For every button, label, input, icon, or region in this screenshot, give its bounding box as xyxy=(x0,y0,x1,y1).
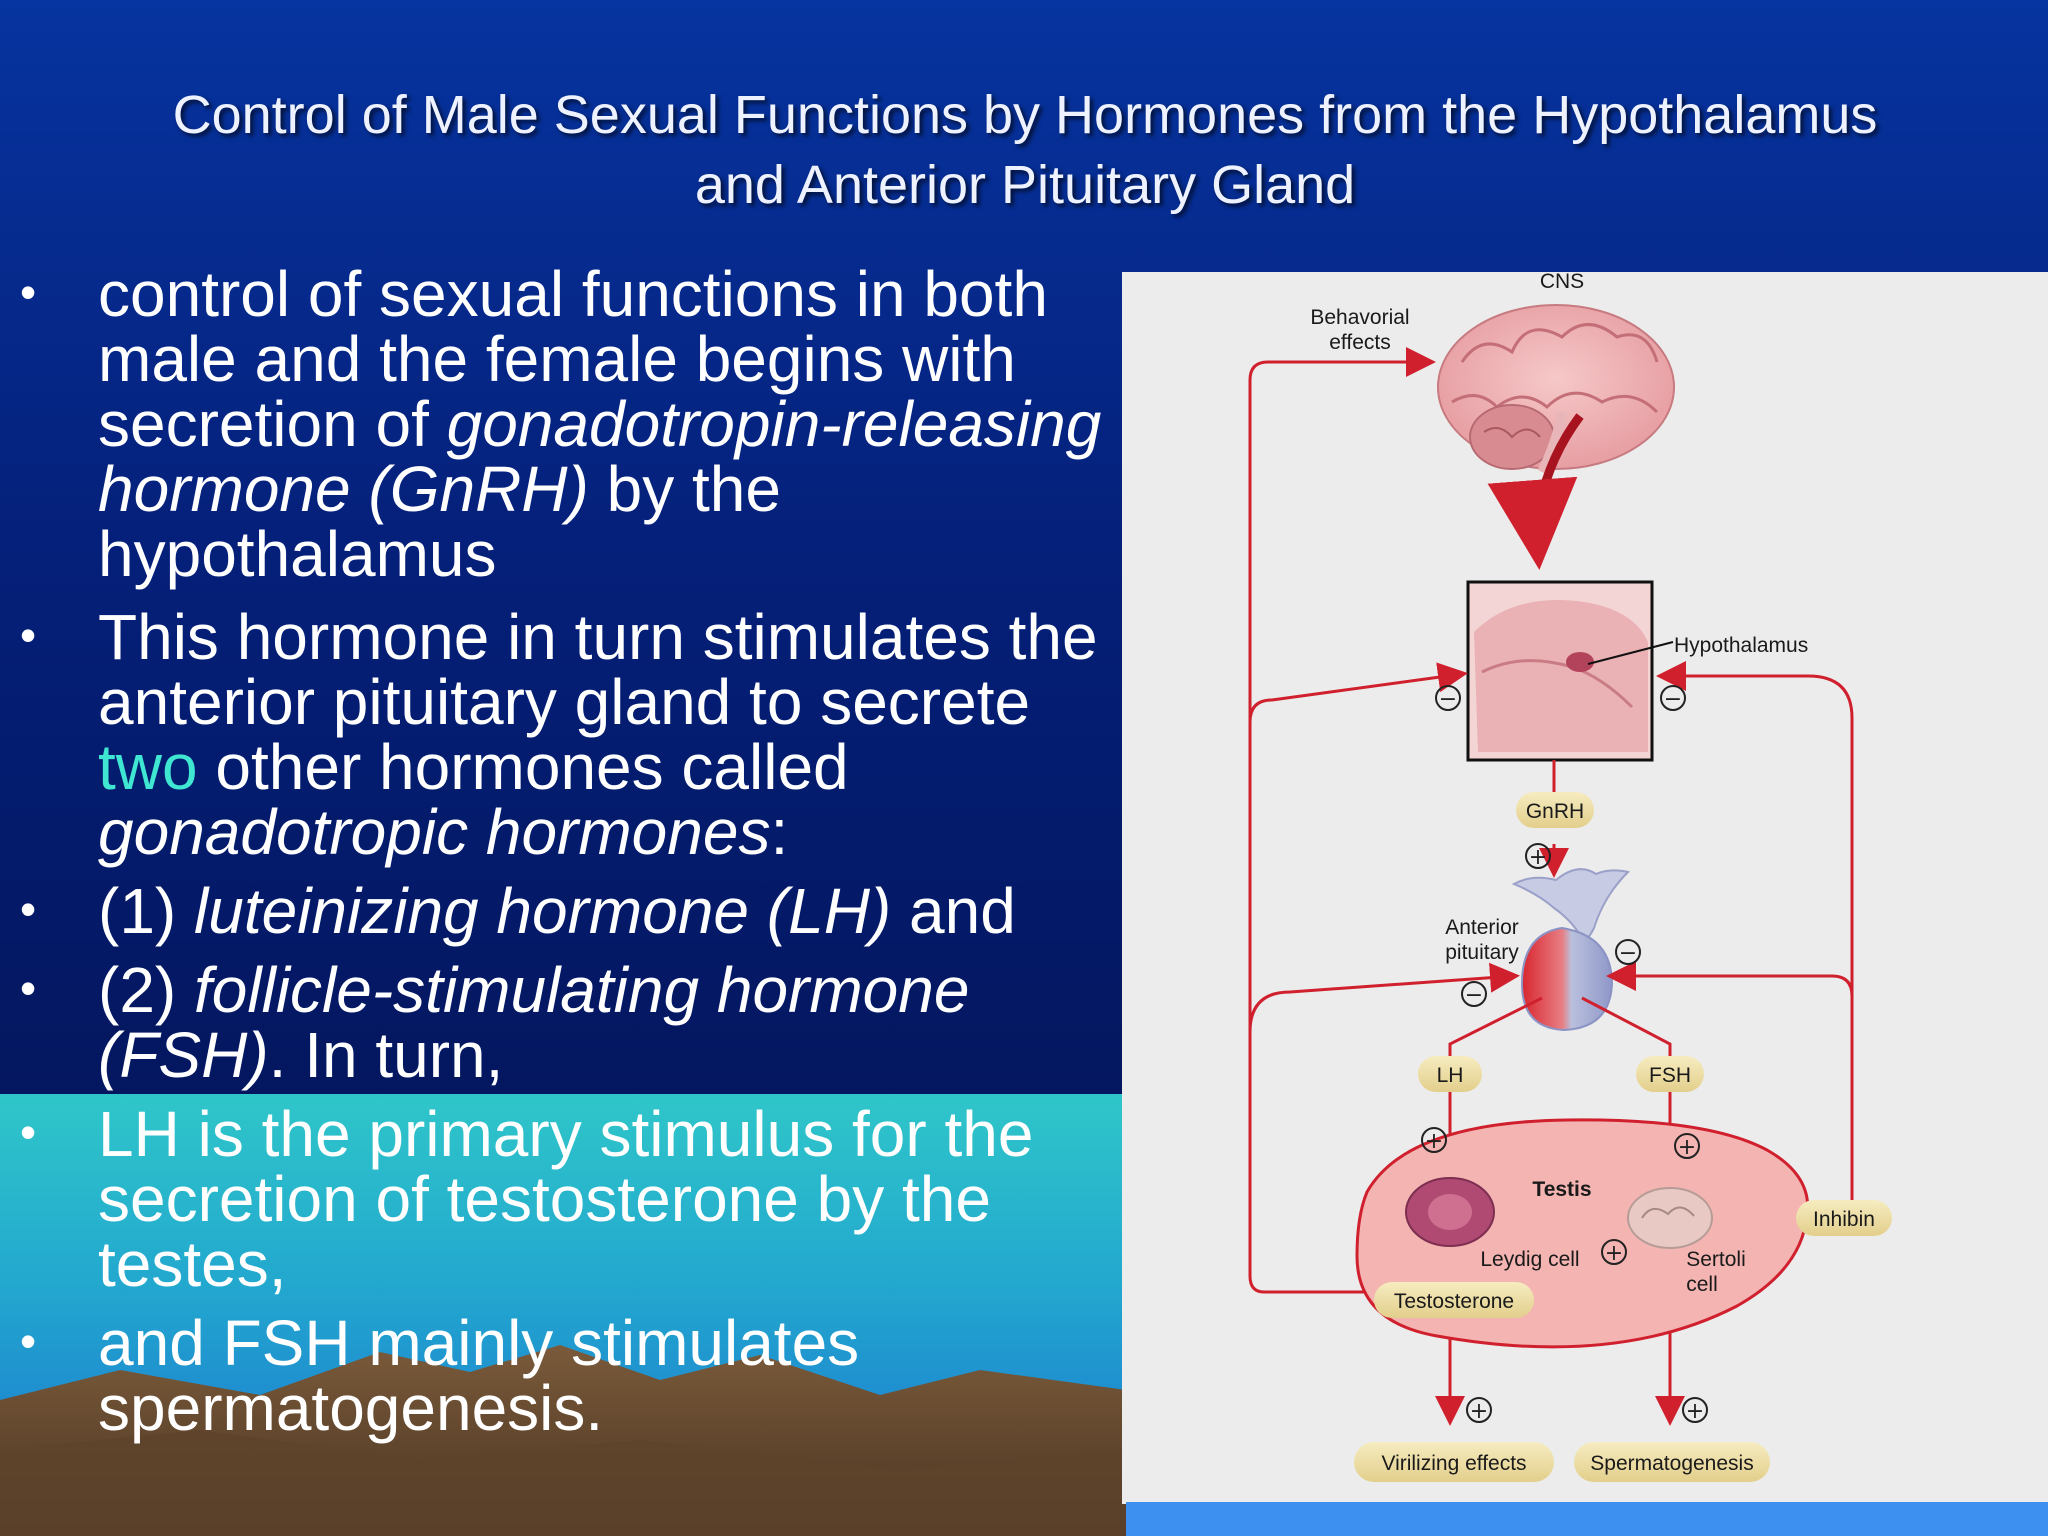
testosterone-pill xyxy=(1374,1282,1534,1318)
bullet-item: • (1) luteinizing hormone (LH) and xyxy=(0,879,1120,944)
bullet-item: •and FSH mainly stimulates spermatogenes… xyxy=(0,1311,1120,1441)
label-sertoli-1: Sertoli xyxy=(1686,1248,1746,1271)
hormone-diagram: − − + − − + + + + + CNS Behavorial effec… xyxy=(1122,272,2048,1504)
bullet-emphasis: gonadotropin-releasing hormone (GnRH) xyxy=(98,388,1102,525)
bullet-text: by the hypothalamus xyxy=(98,453,781,590)
bullet-marker: • xyxy=(20,1106,37,1158)
inhibin-feedback-hypothalamus xyxy=(1656,661,1854,1206)
hypothalamus-inset xyxy=(1466,580,1674,762)
plus-sign: + xyxy=(1529,845,1547,870)
bullet-marker: • xyxy=(20,609,37,661)
title-line-1: Control of Male Sexual Functions by Horm… xyxy=(172,85,1878,145)
lh-pill xyxy=(1418,1056,1482,1092)
title-line-2: and Anterior Pituitary Gland xyxy=(694,155,1356,215)
inhibin-feedback-pituitary xyxy=(1606,961,1854,997)
diagram-svg: − − + − − + + + + + CNS Behavorial effec… xyxy=(1248,272,1892,1482)
brain-illustration xyxy=(1437,304,1675,475)
bullet-text: : xyxy=(770,796,789,868)
bullet-text: (2) xyxy=(98,954,194,1026)
label-fsh: FSH xyxy=(1649,1064,1691,1087)
bullet-highlight: two xyxy=(98,731,198,803)
bullet-emphasis: follicle-stimulating hormone (FSH) xyxy=(98,954,970,1091)
bullet-item: •(2) follicle-stimulating hormone (FSH).… xyxy=(0,958,1120,1088)
label-anterior-2: pituitary xyxy=(1445,941,1519,964)
label-hypothalamus: Hypothalamus xyxy=(1674,634,1808,657)
bullet-list: •control of sexual functions in both mal… xyxy=(0,262,1120,1459)
label-inhibin: Inhibin xyxy=(1813,1208,1875,1231)
label-lh: LH xyxy=(1437,1064,1464,1087)
label-behavioral-2: effects xyxy=(1329,331,1390,354)
bullet-text: This hormone in turn stimulates the ante… xyxy=(98,601,1098,738)
bullet-emphasis: gonadotropic hormones xyxy=(98,796,771,868)
bullet-text: (1) xyxy=(98,875,194,947)
plus-sign: + xyxy=(1678,1135,1696,1160)
label-testis: Testis xyxy=(1532,1178,1591,1201)
plus-sign: + xyxy=(1470,1399,1488,1424)
plus-sign: + xyxy=(1605,1241,1623,1266)
bullet-marker: • xyxy=(20,1315,37,1367)
inhibin-pill xyxy=(1796,1200,1892,1236)
bullet-marker: • xyxy=(20,266,37,318)
label-anterior-1: Anterior xyxy=(1445,916,1519,939)
bullet-text: and FSH mainly stimulates spermatogenesi… xyxy=(98,1307,860,1444)
gnrh-pill xyxy=(1516,792,1594,828)
label-testosterone: Testosterone xyxy=(1394,1290,1514,1313)
fsh-pill xyxy=(1636,1056,1704,1092)
label-cns: CNS xyxy=(1540,272,1584,293)
spermatogenesis-pill xyxy=(1574,1442,1770,1482)
slide-title: Control of Male Sexual Functions by Horm… xyxy=(60,80,1990,220)
bullet-text: control of sexual functions in both male… xyxy=(98,258,1048,460)
virilizing-pill xyxy=(1354,1442,1554,1482)
label-virilizing: Virilizing effects xyxy=(1381,1452,1526,1475)
plus-sign: + xyxy=(1425,1129,1443,1154)
label-gnrh: GnRH xyxy=(1526,800,1584,823)
bullet-text: and xyxy=(891,875,1016,947)
bullet-item: •LH is the primary stimulus for the secr… xyxy=(0,1102,1120,1297)
minus-sign: − xyxy=(1439,687,1457,712)
mountain-foreground xyxy=(0,1430,1126,1536)
bullet-text: other hormones called xyxy=(197,731,849,803)
bullet-text: LH is the primary stimulus for the secre… xyxy=(98,1098,1034,1300)
sign-circles xyxy=(1421,685,1708,1423)
bullet-marker: • xyxy=(20,883,37,935)
label-behavioral-1: Behavorial xyxy=(1310,306,1409,329)
bullet-emphasis: luteinizing hormone (LH) xyxy=(194,875,892,947)
plus-sign: + xyxy=(1686,1399,1704,1424)
minus-sign: − xyxy=(1465,983,1483,1008)
minus-sign: − xyxy=(1619,941,1637,966)
bullet-item: •This hormone in turn stimulates the ant… xyxy=(0,605,1120,865)
cns-to-hypothalamus-arrow xyxy=(1487,413,1584,570)
label-sertoli-2: cell xyxy=(1686,1273,1718,1296)
bottom-blue-strip xyxy=(1126,1502,2048,1536)
bullet-item: •control of sexual functions in both mal… xyxy=(0,262,1120,587)
bullet-marker: • xyxy=(20,962,37,1014)
bullet-text: . In turn, xyxy=(268,1019,504,1091)
testosterone-feedback-hypothalamus xyxy=(1248,662,1468,723)
testosterone-feedback-pituitary xyxy=(1248,962,1520,1033)
label-spermatogenesis: Spermatogenesis xyxy=(1590,1452,1753,1475)
minus-sign: − xyxy=(1664,687,1682,712)
label-leydig: Leydig cell xyxy=(1480,1248,1579,1271)
